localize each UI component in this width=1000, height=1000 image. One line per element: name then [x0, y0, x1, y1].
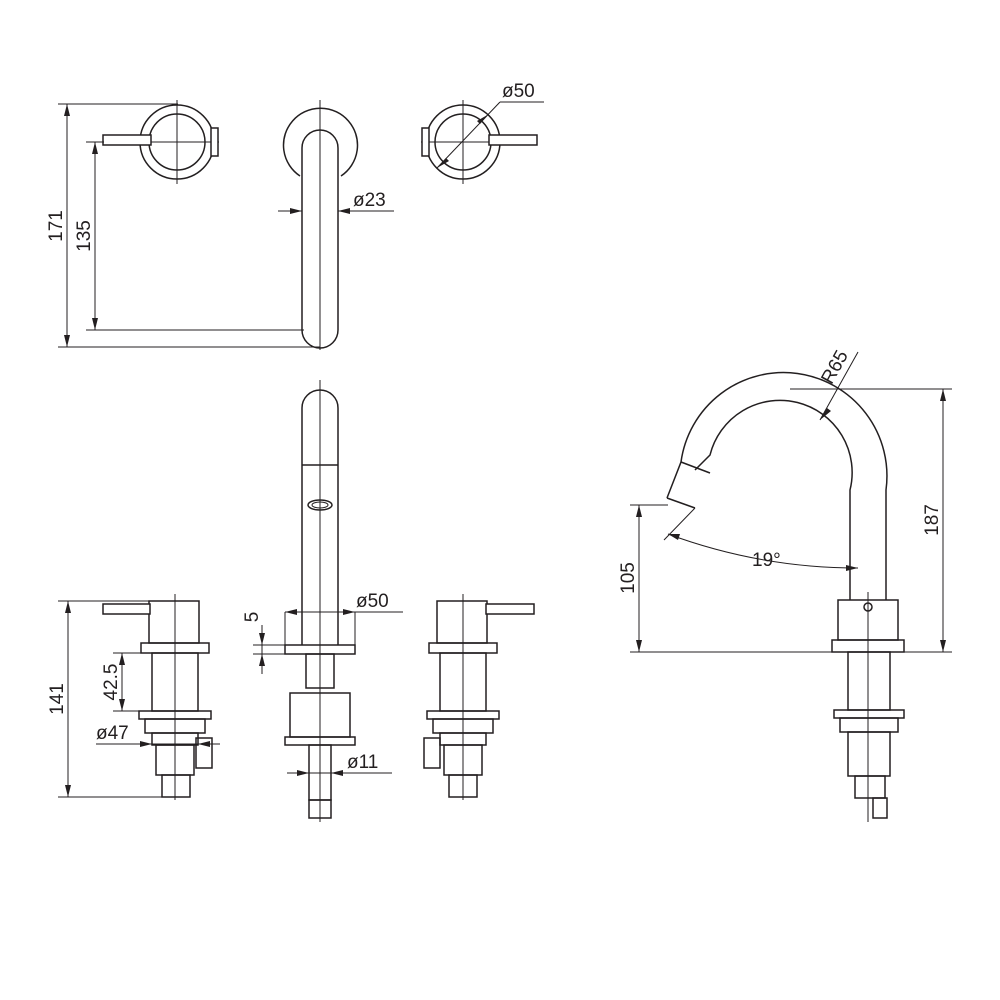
- dim-d50-top-label: ø50: [502, 81, 535, 102]
- dim-d47-label: ø47: [96, 723, 129, 744]
- dim-42-5-label: 42.5: [101, 664, 122, 701]
- side-view: 187 105 R65 19°: [618, 347, 952, 822]
- dim-171-label: 171: [46, 210, 67, 242]
- dim-r65-label: R65: [818, 347, 853, 388]
- left-handle-front: [102, 594, 213, 800]
- dim-135-label: 135: [74, 220, 95, 252]
- dim-141-label: 141: [47, 683, 68, 715]
- dim-19deg-label: 19°: [752, 550, 781, 571]
- dim-d23-label: ø23: [353, 190, 386, 211]
- dim-d11-label: ø11: [347, 752, 378, 773]
- dim-187-label: 187: [922, 504, 943, 536]
- top-view: 171 135 ø23 ø50: [46, 81, 544, 350]
- right-handle-front: [423, 594, 535, 800]
- dim-5-label: 5: [242, 612, 263, 623]
- spout-top: [282, 100, 359, 350]
- right-handle-top: [421, 100, 538, 184]
- left-handle-top: [102, 100, 219, 184]
- dim-d50-bottom-label: ø50: [356, 591, 389, 612]
- dim-105-label: 105: [618, 562, 639, 594]
- front-view: 141 42.5 ø47 5 ø50 ø11: [47, 380, 535, 822]
- spout-front: [284, 380, 356, 822]
- spout-side: [666, 371, 905, 822]
